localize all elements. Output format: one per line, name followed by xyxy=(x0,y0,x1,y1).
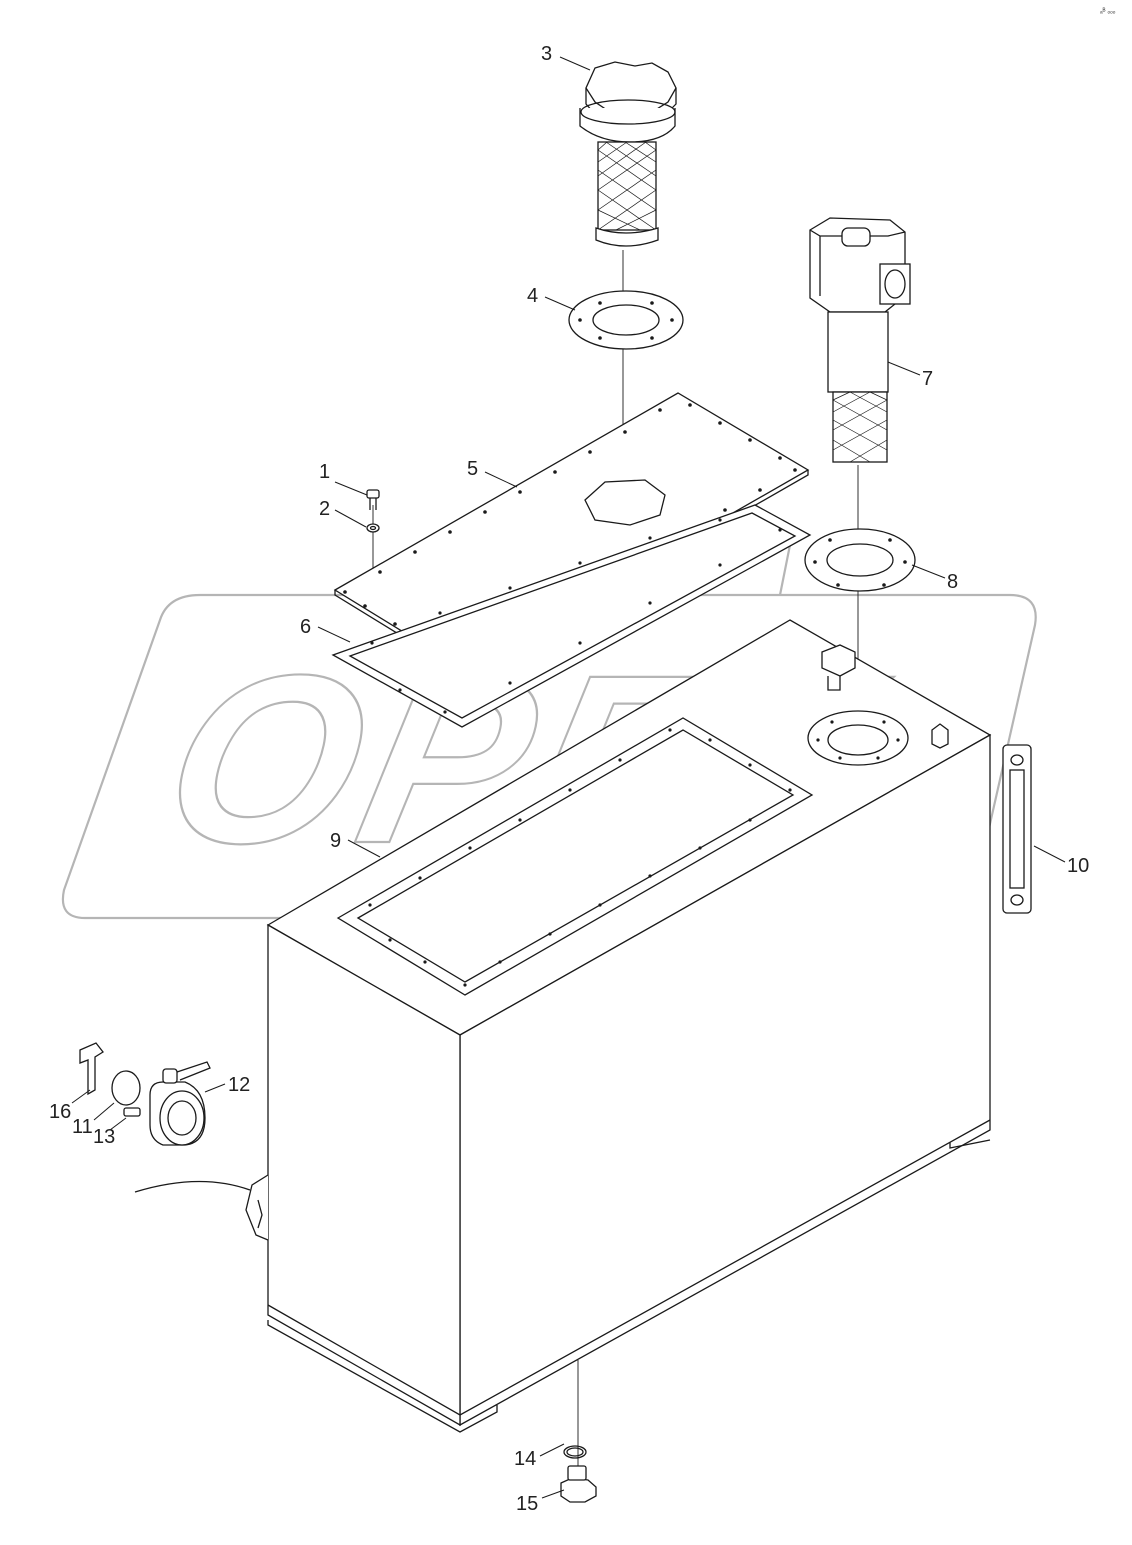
tank-flange-holes xyxy=(368,728,792,987)
part-3-breather-cap xyxy=(579,61,677,247)
part-10-level-gauge xyxy=(1002,744,1032,914)
part-4-flange-gasket xyxy=(568,290,684,350)
leader-lines xyxy=(71,56,1066,1499)
part-1-bolt xyxy=(366,489,380,510)
callout-11: 11 xyxy=(72,1116,93,1138)
callout-14: 14 xyxy=(514,1448,536,1470)
part-6-cover-gasket xyxy=(331,504,812,728)
part-8-filter-gasket xyxy=(804,528,916,592)
callout-16: 16 xyxy=(49,1101,71,1123)
callout-5: 5 xyxy=(467,458,478,480)
callout-6: 6 xyxy=(300,616,311,638)
callout-8: 8 xyxy=(947,571,958,593)
part-13-nipple xyxy=(123,1107,141,1117)
callout-1: 1 xyxy=(319,461,330,483)
part-12-ball-valve xyxy=(149,1061,211,1146)
corner-mark: ₐᴮ ₒₒₒ xyxy=(1100,8,1116,15)
callout-10: 10 xyxy=(1067,855,1089,877)
callout-4: 4 xyxy=(527,285,538,307)
callout-7: 7 xyxy=(922,368,933,390)
part-14-seal-ring xyxy=(563,1445,587,1459)
callout-15: 15 xyxy=(516,1493,538,1515)
breather-mesh xyxy=(597,141,657,231)
callout-12: 12 xyxy=(228,1074,250,1096)
part-11-o-ring xyxy=(111,1070,141,1106)
callout-3: 3 xyxy=(541,43,552,65)
callout-labels: 1 2 3 4 5 6 7 8 9 10 11 12 13 16 14 15 xyxy=(49,43,1089,1515)
part-15-drain-plug xyxy=(560,1465,597,1503)
part-9-hydraulic-tank xyxy=(245,619,992,1433)
callout-9: 9 xyxy=(330,830,341,852)
part-7-return-filter xyxy=(809,217,911,463)
part-2-washer xyxy=(366,523,380,533)
callout-2: 2 xyxy=(319,498,330,520)
suction-hose-line xyxy=(134,1180,251,1193)
cover-gasket-holes xyxy=(370,518,782,714)
part-16-bracket xyxy=(79,1042,104,1096)
callout-13: 13 xyxy=(93,1126,115,1148)
filter-mesh xyxy=(832,391,888,463)
